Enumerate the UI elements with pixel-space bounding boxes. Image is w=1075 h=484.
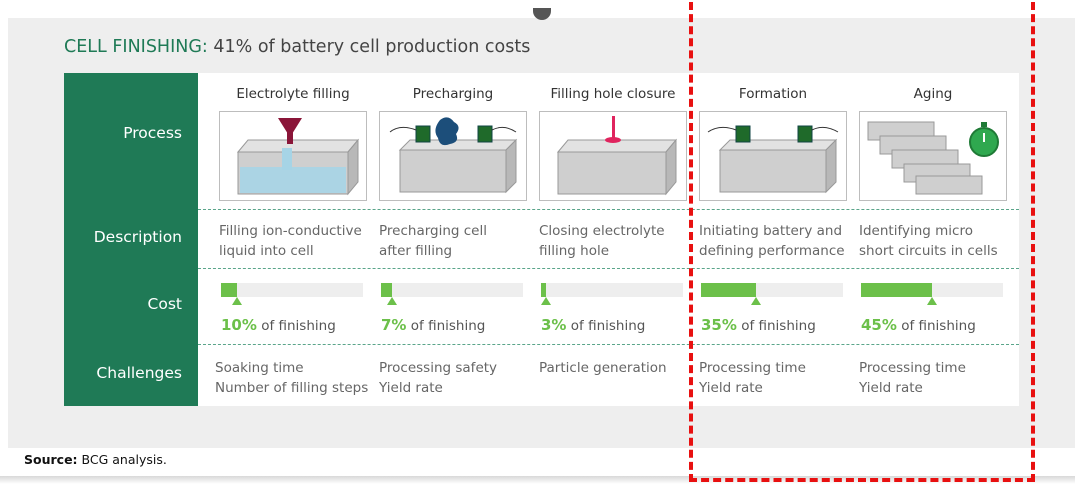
- row-label-cost: Cost: [147, 295, 182, 313]
- cost-bar-track: [541, 283, 683, 297]
- cost-bar-marker: [232, 297, 242, 305]
- cost-suffix: of finishing: [406, 318, 486, 334]
- cost-suffix: of finishing: [256, 318, 336, 334]
- column-header: Formation: [738, 86, 808, 102]
- row-label-challenges: Challenges: [96, 364, 182, 382]
- electrolyte-filling-illustration: [219, 111, 367, 201]
- cost-percent: 45%: [861, 316, 897, 334]
- precharging-illustration: [379, 111, 527, 201]
- bottom-shadow: [0, 476, 1075, 484]
- challenges-text: Particle generation: [539, 360, 667, 376]
- row-label-description: Description: [93, 228, 182, 246]
- column-header: Electrolyte filling: [236, 86, 350, 102]
- cost-bar-fill: [861, 283, 932, 297]
- cost-bar-marker: [927, 297, 937, 305]
- cost-percent: 7%: [381, 316, 407, 334]
- challenges-text: Processing time Yield rate: [699, 360, 806, 396]
- description-text: Filling ion-conductive liquid into cell: [219, 223, 362, 259]
- formation-illustration: [699, 111, 847, 201]
- row-divider: [198, 209, 1019, 210]
- filling-hole-closure-illustration: [539, 111, 687, 201]
- cost-bar-track: [381, 283, 523, 297]
- challenges-text: Soaking time Number of filling steps: [215, 360, 369, 396]
- cost-bar-marker: [541, 297, 551, 305]
- cost-suffix: of finishing: [736, 318, 816, 334]
- challenges-text: Processing safety Yield rate: [379, 360, 498, 396]
- cost-bar-marker: [387, 297, 397, 305]
- title-prefix: CELL FINISHING:: [64, 37, 208, 57]
- highlight-annotation-box: [689, 2, 1035, 482]
- row-divider: [198, 344, 1019, 345]
- description-text: Precharging cell after filling: [379, 223, 487, 259]
- row-divider: [198, 268, 1019, 269]
- cost-percent: 3%: [541, 316, 567, 334]
- cost-bar-fill: [221, 283, 237, 297]
- row-label-sidebar: [64, 73, 198, 406]
- cost-label: 10% of finishing: [221, 316, 336, 334]
- title-rest: 41% of battery cell production costs: [207, 37, 531, 57]
- cost-bar-track: [221, 283, 363, 297]
- source-text: BCG analysis.: [77, 452, 167, 467]
- cost-suffix: of finishing: [566, 318, 646, 334]
- source-label: Source:: [24, 452, 78, 467]
- cost-bar-fill: [541, 283, 546, 297]
- page-title: CELL FINISHING: 41% of battery cell prod…: [64, 37, 530, 57]
- cost-bar-fill: [701, 283, 756, 297]
- cost-percent: 35%: [701, 316, 737, 334]
- cost-bar-fill: [381, 283, 392, 297]
- description-text: Initiating battery and defining performa…: [699, 223, 845, 259]
- description-text: Closing electrolyte filling hole: [539, 223, 665, 259]
- row-label-process: Process: [123, 124, 182, 142]
- cost-label: 7% of finishing: [381, 316, 485, 334]
- cost-label: 45% of finishing: [861, 316, 976, 334]
- aging-illustration: [859, 111, 1007, 201]
- cost-label: 3% of finishing: [541, 316, 645, 334]
- cost-suffix: of finishing: [896, 318, 976, 334]
- challenges-text: Processing time Yield rate: [859, 360, 966, 396]
- cost-label: 35% of finishing: [701, 316, 816, 334]
- cost-percent: 10%: [221, 316, 257, 334]
- column-header: Precharging: [412, 86, 494, 102]
- cost-bar-marker: [751, 297, 761, 305]
- column-header: Aging: [913, 86, 953, 102]
- description-text: Identifying micro short circuits in cell…: [859, 223, 998, 259]
- scroll-indicator: [533, 8, 551, 20]
- source-note: Source: BCG analysis.: [24, 452, 167, 467]
- column-header: Filling hole closure: [550, 86, 676, 102]
